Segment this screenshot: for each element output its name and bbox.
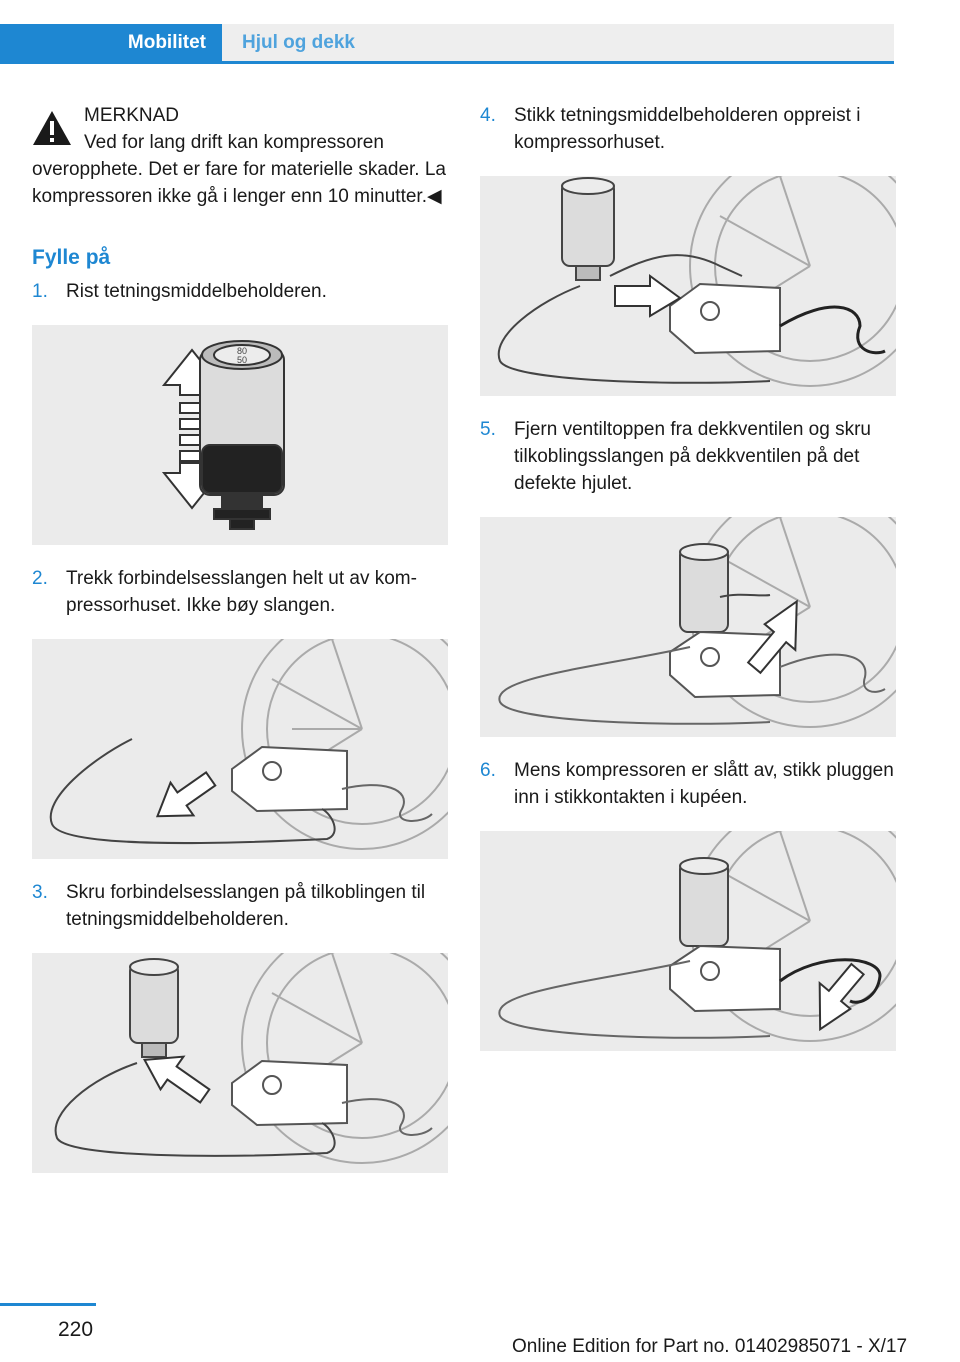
attach-valve-illustration — [498, 517, 896, 728]
step-number: 6. — [480, 760, 496, 781]
cable — [341, 784, 433, 822]
bottle-label-top: 80 — [237, 346, 247, 356]
bottle-label-bottom: 50 — [237, 355, 247, 365]
sealant-bottle — [199, 340, 285, 530]
step-2: 2. Trekk forbindelsesslangen helt ut av … — [32, 565, 448, 619]
section-title: Fylle på — [32, 246, 111, 269]
compressor — [669, 630, 781, 699]
step-number: 1. — [32, 281, 48, 302]
arrow-icon — [614, 274, 682, 318]
connect-hose-illustration — [54, 953, 448, 1164]
compressor — [669, 944, 781, 1013]
tab-mobilitet[interactable]: Mobilitet — [0, 24, 222, 62]
step-number: 3. — [32, 882, 48, 903]
sealant-bottle — [679, 857, 729, 947]
figure-insert-bottle — [480, 176, 896, 396]
hose — [498, 960, 771, 1039]
sealant-bottle — [679, 543, 729, 633]
compressor — [669, 282, 781, 355]
cable — [779, 958, 882, 1004]
step-text: Stikk tetningsmiddelbeholderen oppreist … — [514, 105, 861, 153]
warning-body: Ved for lang drift kan kompressoren over… — [32, 132, 447, 207]
edition-note: Online Edition for Part no. 01402985071 … — [512, 1336, 908, 1357]
step-5: 5. Fjern ventiltoppen fra dekkventilen o… — [480, 416, 896, 497]
warning-title: MERKNAD — [84, 105, 180, 126]
step-1: 1. Rist tetningsmiddelbeholderen. — [32, 278, 448, 305]
right-column: 4. Stikk tetningsmiddelbeholderen opprei… — [480, 102, 896, 1071]
shake-bottle-illustration: 80 50 — [161, 340, 285, 530]
arrow-icon — [818, 962, 866, 1032]
wheel — [241, 639, 448, 850]
left-column: MERKNAD Ved for lang drift kan kompresso… — [32, 102, 448, 1193]
header: Mobilitet Hjul og dekk — [0, 0, 960, 64]
arrow-icon — [155, 770, 217, 818]
cable — [341, 1098, 433, 1136]
compressor — [231, 745, 348, 813]
step-3: 3. Skru forbindelsesslangen på tilkoblin… — [32, 879, 448, 933]
step-text: Skru forbindelsesslangen på tilkoblingen… — [66, 882, 426, 930]
figure-plug-in — [480, 831, 896, 1051]
step-text: Mens kompressoren er slått av, stikk plu… — [514, 760, 894, 808]
figure-pull-hose — [32, 639, 448, 859]
wheel — [689, 176, 896, 387]
warning-note: MERKNAD Ved for lang drift kan kompresso… — [32, 102, 448, 210]
sealant-bottle — [561, 177, 615, 281]
compressor — [231, 1059, 348, 1127]
insert-bottle-illustration — [497, 176, 896, 387]
warning-triangle-icon — [33, 111, 71, 145]
step-number: 4. — [480, 105, 496, 126]
arrow-icon — [142, 1055, 211, 1104]
step-6: 6. Mens kompressoren er slått av, stikk … — [480, 757, 896, 811]
figure-connect-hose — [32, 953, 448, 1173]
tab-hjul-og-dekk[interactable]: Hjul og dekk — [222, 24, 894, 62]
arrow-icon — [746, 599, 798, 675]
hose — [54, 1062, 336, 1157]
step-number: 2. — [32, 568, 48, 589]
step-4: 4. Stikk tetningsmiddelbeholderen opprei… — [480, 102, 896, 156]
step-number: 5. — [480, 419, 496, 440]
sealant-bottle — [129, 958, 179, 1058]
footer-rule — [0, 1303, 96, 1306]
figure-shake-bottle: 80 50 — [32, 325, 448, 545]
wheel — [241, 953, 448, 1164]
cable — [779, 305, 886, 355]
step-text: Fjern ventiltoppen fra dekkventilen og s… — [514, 419, 871, 494]
header-rule — [0, 61, 894, 64]
cable — [779, 653, 886, 693]
plug-in-illustration — [498, 831, 896, 1042]
hose — [497, 285, 771, 384]
step-text: Trekk forbindelsesslangen helt ut av kom… — [66, 568, 417, 616]
hose — [498, 646, 771, 725]
page-number: 220 — [58, 1318, 94, 1341]
hose — [49, 738, 336, 845]
figure-attach-valve — [480, 517, 896, 737]
pull-hose-illustration — [49, 639, 448, 850]
step-text: Rist tetningsmiddelbeholderen. — [66, 281, 327, 302]
